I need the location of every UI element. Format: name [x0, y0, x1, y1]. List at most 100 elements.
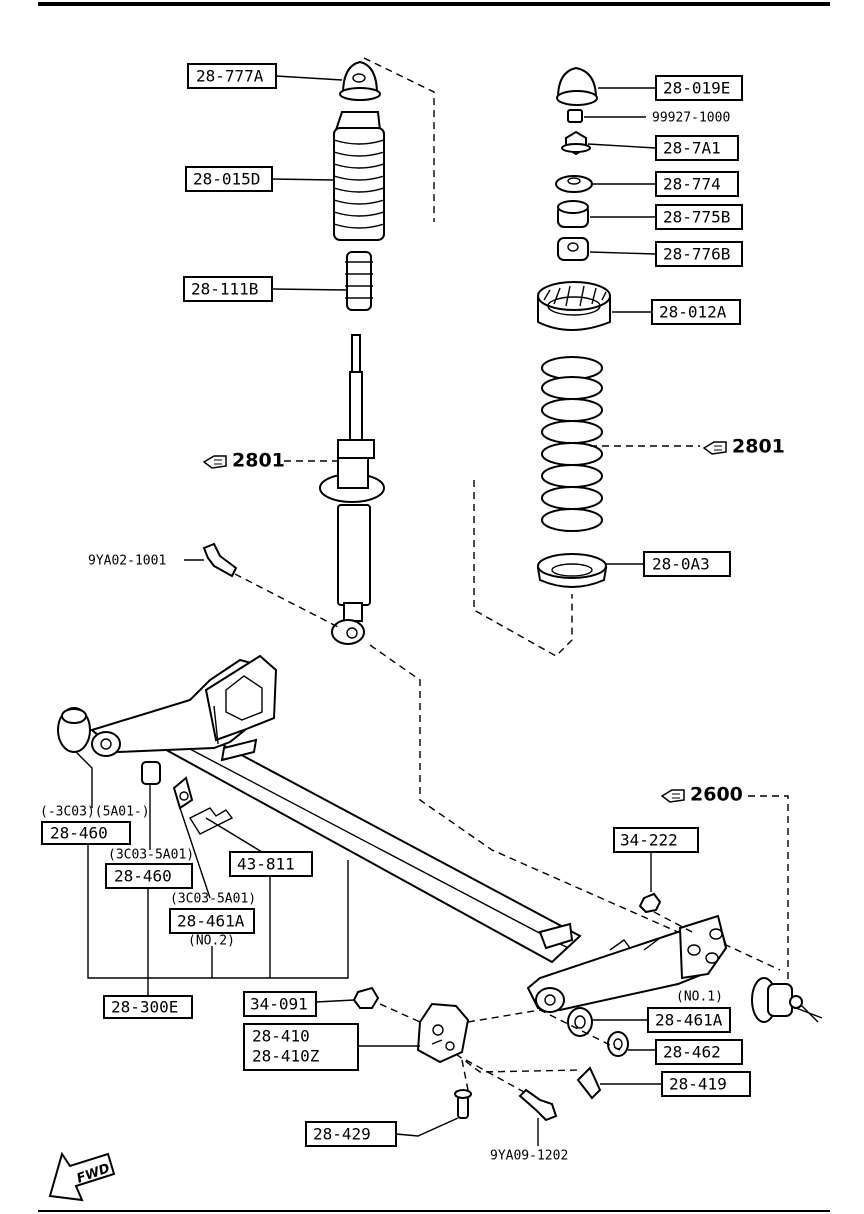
part-clip-43-811 — [188, 807, 234, 835]
hand-pointer-icon — [660, 789, 685, 803]
svg-text:28-461A: 28-461A — [655, 1011, 723, 1030]
leader-lines — [75, 75, 662, 1146]
svg-text:(-3C03)(5A01-): (-3C03)(5A01-) — [40, 805, 150, 820]
svg-text:28-460: 28-460 — [114, 867, 172, 886]
label-28-774: 28-774 — [655, 171, 739, 197]
svg-text:9YA09-1202: 9YA09-1202 — [490, 1149, 568, 1164]
part-shock-absorber — [319, 334, 385, 645]
note-3c03-5a01-c: (3C03-5A01) — [170, 892, 256, 907]
part-bolt-28-429 — [454, 1089, 472, 1119]
part-bushing-28-460-outer — [57, 707, 91, 753]
label-43-811: 43-811 — [229, 851, 313, 877]
label-28-462: 28-462 — [655, 1039, 743, 1065]
label-28-777A: 28-777A — [187, 63, 277, 89]
svg-text:28-460: 28-460 — [50, 824, 108, 843]
part-wheel-hub — [751, 977, 823, 1023]
part-shock-cap — [339, 60, 381, 101]
svg-text:28-015D: 28-015D — [193, 170, 260, 189]
label-28-460-a: 28-460 — [41, 821, 131, 845]
label-28-461A-no2: 28-461A — [169, 908, 255, 934]
hand-pointer-icon — [702, 441, 727, 455]
svg-text:28-410Z: 28-410Z — [252, 1047, 320, 1066]
svg-text:28-419: 28-419 — [669, 1075, 727, 1094]
svg-text:2801: 2801 — [232, 450, 285, 472]
svg-text:28-774: 28-774 — [663, 175, 721, 194]
svg-text:99927-1000: 99927-1000 — [652, 111, 730, 126]
label-28-7A1: 28-7A1 — [655, 135, 739, 161]
svg-text:28-111B: 28-111B — [191, 280, 258, 299]
label-28-015D: 28-015D — [185, 166, 273, 192]
svg-text:(NO.2): (NO.2) — [188, 934, 235, 949]
svg-text:28-300E: 28-300E — [111, 998, 178, 1017]
part-bracket-28-461A-no2 — [172, 776, 194, 810]
part-bushing-28-775B — [557, 200, 589, 228]
svg-text:2801: 2801 — [732, 436, 785, 458]
svg-text:28-775B: 28-775B — [663, 208, 730, 227]
label-28-0A3: 28-0A3 — [643, 551, 731, 577]
label-28-300E: 28-300E — [103, 995, 193, 1019]
part-washer-28-774 — [555, 175, 593, 193]
label-34-091: 34-091 — [243, 991, 317, 1017]
svg-text:28-777A: 28-777A — [196, 67, 264, 86]
part-nut-99927 — [567, 109, 583, 123]
part-bump-stop — [345, 251, 373, 311]
label-99927-1000: 99927-1000 — [652, 111, 730, 126]
svg-text:(3C03-5A01): (3C03-5A01) — [170, 892, 256, 907]
label-28-019E: 28-019E — [655, 75, 743, 101]
hand-pointer-icon — [202, 455, 227, 469]
part-bolt-28-419 — [576, 1066, 602, 1100]
note-no2: (NO.2) — [188, 934, 235, 949]
part-spring-cap — [556, 66, 598, 106]
ref-2600: 2600 — [660, 784, 743, 806]
label-34-222: 34-222 — [613, 827, 699, 853]
part-nut-34-222 — [638, 892, 662, 914]
label-28-776B: 28-776B — [655, 241, 743, 267]
svg-text:9YA02-1001: 9YA02-1001 — [88, 554, 166, 569]
svg-text:28-0A3: 28-0A3 — [652, 555, 710, 574]
part-bushing-28-461A-no1 — [567, 1007, 593, 1037]
part-bushing-28-460-inner — [141, 761, 161, 785]
part-bolt-9YA09-1202 — [518, 1088, 558, 1122]
part-nut-34-091 — [352, 986, 380, 1009]
part-bolt-9YA02-1001 — [202, 542, 238, 578]
svg-text:28-776B: 28-776B — [663, 245, 730, 264]
svg-text:43-811: 43-811 — [237, 855, 295, 874]
svg-text:28-410: 28-410 — [252, 1027, 310, 1046]
label-28-410: 28-410 28-410Z — [243, 1023, 359, 1071]
part-bushing-28-776B — [557, 237, 589, 261]
svg-text:2600: 2600 — [690, 784, 743, 806]
fwd-arrow-icon: FWD — [48, 1151, 116, 1202]
label-28-461A-no1: 28-461A — [647, 1007, 731, 1033]
part-dust-boot — [333, 111, 385, 241]
label-28-775B: 28-775B — [655, 204, 743, 230]
svg-text:34-091: 34-091 — [250, 995, 308, 1014]
label-28-111B: 28-111B — [183, 276, 273, 302]
note-no1: (NO.1) — [676, 990, 723, 1005]
svg-text:34-222: 34-222 — [620, 831, 678, 850]
label-28-419: 28-419 — [661, 1071, 751, 1097]
part-nut-28-7A1 — [561, 130, 591, 156]
svg-text:(3C03-5A01): (3C03-5A01) — [108, 848, 194, 863]
svg-text:28-461A: 28-461A — [177, 912, 245, 931]
label-28-012A: 28-012A — [651, 299, 741, 325]
label-9YA02-1001: 9YA02-1001 — [88, 554, 166, 569]
label-28-429: 28-429 — [305, 1121, 397, 1147]
ref-2801-right: 2801 — [702, 436, 785, 458]
part-rear-axle-beam — [89, 654, 728, 1013]
note-3c03-5a01: (-3C03)(5A01-) — [40, 805, 150, 820]
part-washer-28-462 — [607, 1031, 629, 1057]
part-spring-seat-lower — [536, 553, 608, 588]
label-28-460-b: 28-460 — [105, 863, 193, 889]
svg-text:28-7A1: 28-7A1 — [663, 139, 721, 158]
svg-text:28-019E: 28-019E — [663, 79, 730, 98]
svg-text:28-462: 28-462 — [663, 1043, 721, 1062]
svg-text:(NO.1): (NO.1) — [676, 990, 723, 1005]
svg-text:28-429: 28-429 — [313, 1125, 371, 1144]
part-coil-spring — [541, 356, 603, 532]
note-3c03-5a01-b: (3C03-5A01) — [108, 848, 194, 863]
part-bracket-28-410 — [416, 1002, 470, 1064]
svg-text:28-012A: 28-012A — [659, 303, 727, 322]
part-spring-seat-upper — [537, 281, 611, 331]
label-9YA09-1202: 9YA09-1202 — [490, 1149, 568, 1164]
